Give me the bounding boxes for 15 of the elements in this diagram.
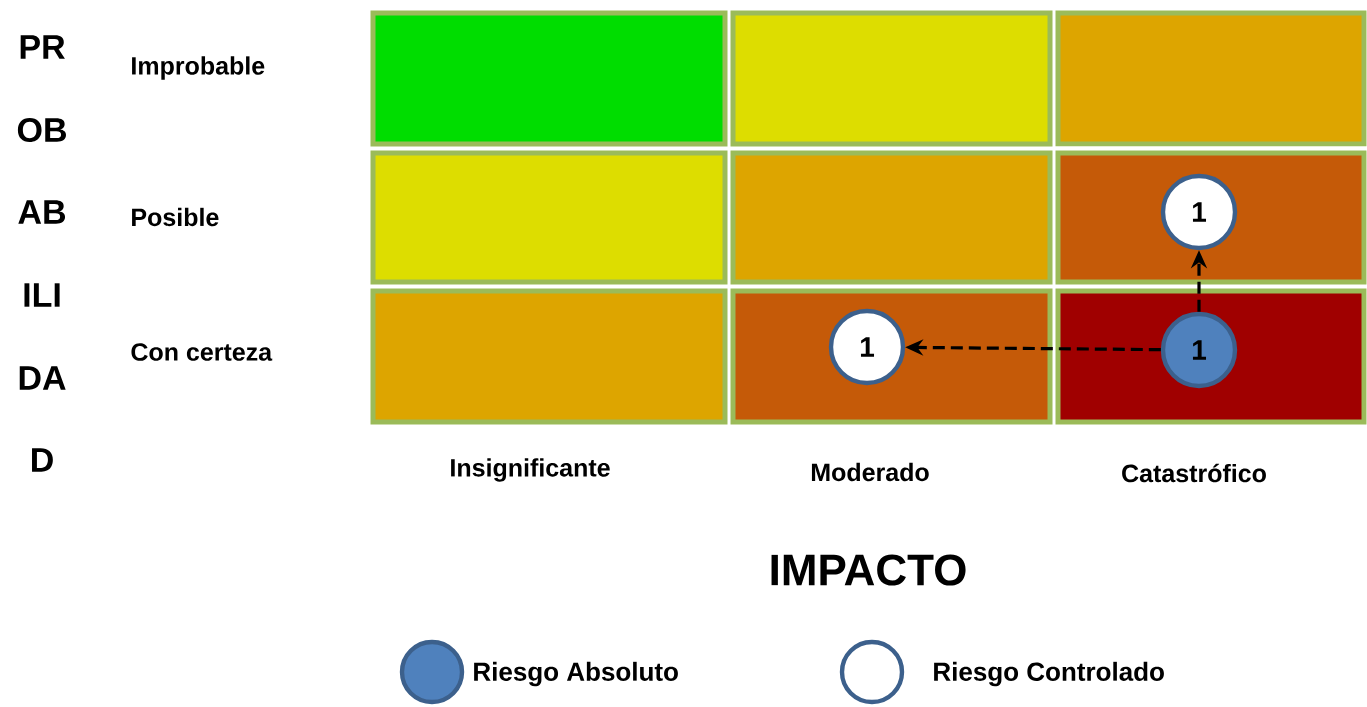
axis-title: DA — [19, 366, 66, 390]
axis-title: OB — [17, 117, 66, 143]
row-label: Con certeza — [131, 343, 273, 361]
axis-title: PR — [20, 35, 65, 59]
axis-title: IMPACTO — [771, 554, 966, 586]
axis-title: D — [32, 448, 53, 472]
column-label: Moderado — [811, 462, 929, 482]
column-label: Insignificante — [451, 458, 610, 482]
axis-title: AB — [18, 200, 66, 224]
row-label: Improbable — [132, 56, 265, 80]
legend-label: Riesgo Controlado — [934, 661, 1164, 687]
axis-title: ILI — [24, 283, 60, 307]
column-label: Catastrófico — [1122, 463, 1266, 483]
legend-label: Riesgo Absoluto — [474, 661, 678, 687]
row-label: Posible — [132, 207, 219, 227]
